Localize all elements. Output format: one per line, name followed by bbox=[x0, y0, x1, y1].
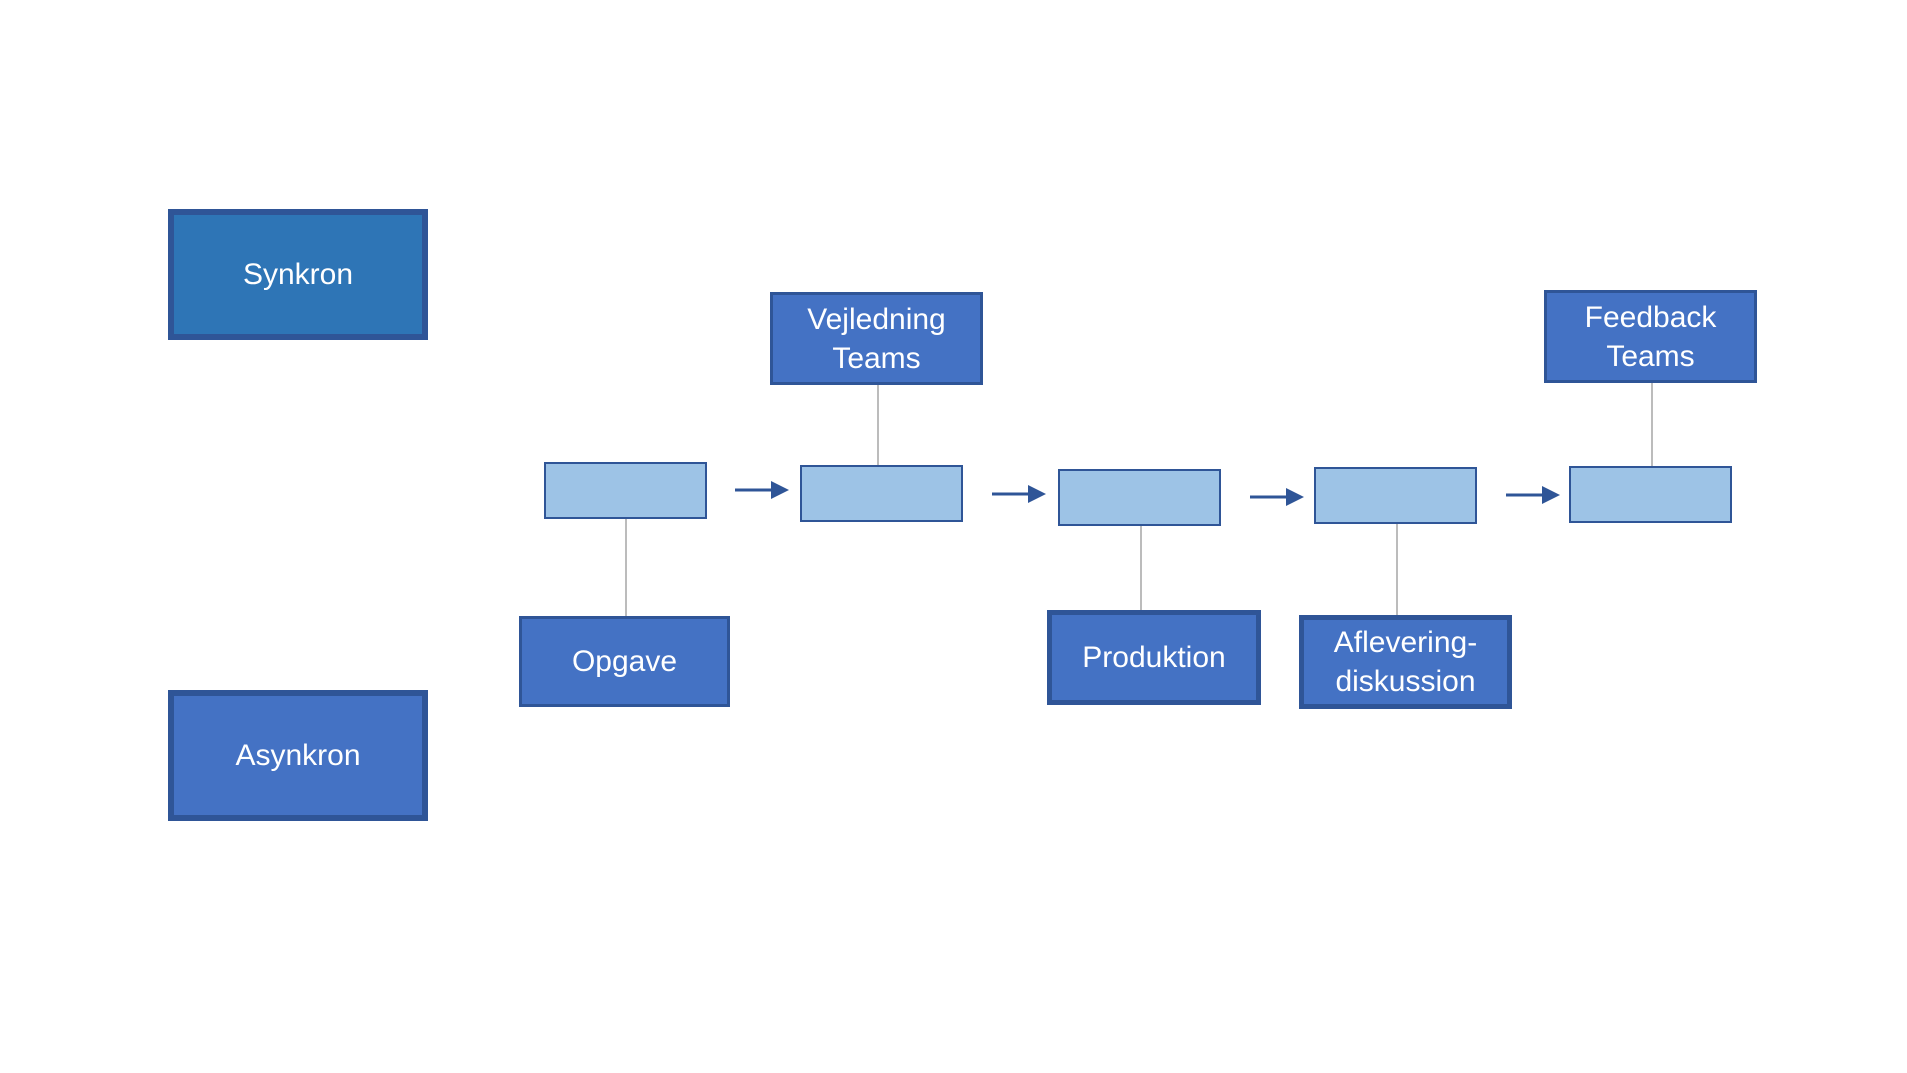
production-text: Produktion bbox=[1082, 641, 1226, 674]
guidance-line-1: Vejledning bbox=[807, 302, 946, 336]
guidance-line-2: Teams bbox=[832, 341, 921, 375]
submission-line-1: Aflevering- bbox=[1333, 626, 1478, 659]
task-label: Opgave bbox=[519, 616, 730, 707]
task-text: Opgave bbox=[571, 645, 678, 678]
process-step-1 bbox=[544, 462, 707, 519]
feedback-teams-label: Feedback Teams bbox=[1544, 290, 1757, 383]
legend-asynchronous-label: Asynkron bbox=[235, 739, 361, 772]
process-step-5 bbox=[1569, 466, 1732, 523]
feedback-line-2: Teams bbox=[1606, 339, 1695, 373]
legend-asynchronous: Asynkron bbox=[168, 690, 428, 821]
production-label: Produktion bbox=[1047, 610, 1261, 705]
guidance-teams-text: Vejledning Teams bbox=[807, 300, 945, 378]
submission-line-2: diskussion bbox=[1335, 665, 1476, 698]
legend-synchronous-label: Synkron bbox=[242, 258, 354, 291]
submission-discussion-label: Aflevering- diskussion bbox=[1299, 615, 1512, 709]
guidance-teams-label: Vejledning Teams bbox=[770, 292, 983, 385]
process-step-4 bbox=[1314, 467, 1477, 524]
feedback-teams-text: Feedback Teams bbox=[1585, 298, 1717, 376]
process-step-2 bbox=[800, 465, 963, 522]
process-step-3 bbox=[1058, 469, 1221, 526]
feedback-line-1: Feedback bbox=[1584, 300, 1717, 334]
submission-discussion-text: Aflevering- diskussion bbox=[1334, 623, 1477, 701]
legend-synchronous: Synkron bbox=[168, 209, 428, 340]
